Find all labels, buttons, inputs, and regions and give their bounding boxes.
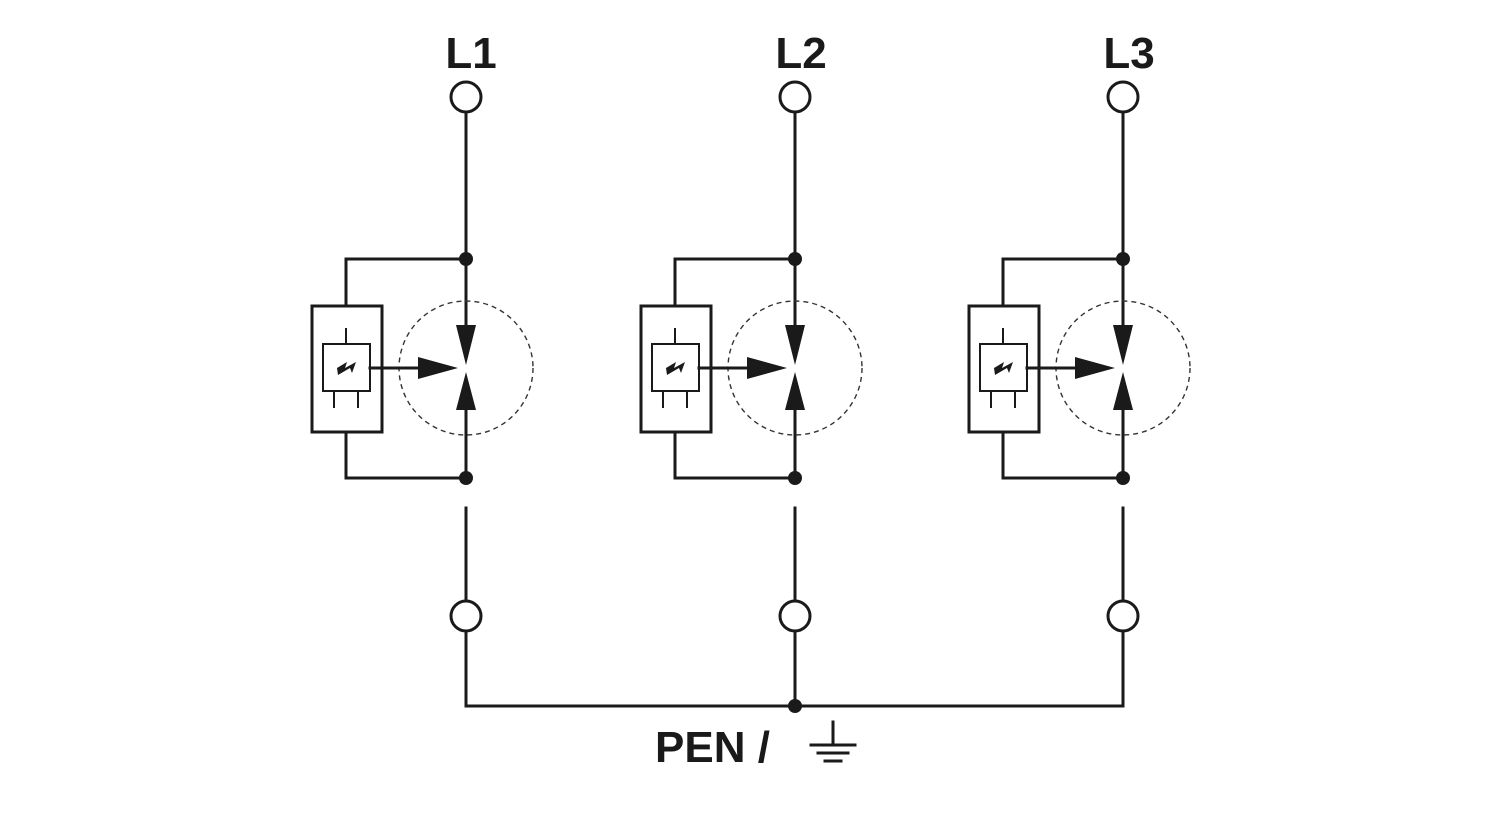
terminal-bottom xyxy=(449,599,483,633)
phase-module-l1 xyxy=(310,80,534,708)
arrow-up-icon xyxy=(785,372,805,410)
junction-dot xyxy=(788,471,802,485)
bypass-wire-top xyxy=(344,257,468,308)
lightning-icon xyxy=(666,362,685,375)
ground-icon xyxy=(809,720,857,763)
phase-module-l2 xyxy=(639,80,863,708)
bus-junction-dot xyxy=(788,699,802,713)
junction-dot xyxy=(1116,471,1130,485)
terminal-top xyxy=(449,80,483,114)
arrow-right-icon xyxy=(1075,357,1115,379)
common-label: PEN / xyxy=(655,723,770,772)
junction-dot xyxy=(1116,252,1130,266)
arrow-down-icon xyxy=(456,325,476,365)
arrow-right-icon xyxy=(418,357,458,379)
arrow-up-icon xyxy=(456,372,476,410)
phase-label-l1: L1 xyxy=(445,29,496,78)
phase-label-l2: L2 xyxy=(775,29,826,78)
bypass-wire-top xyxy=(1001,257,1125,308)
terminal-bottom xyxy=(778,599,812,633)
terminal-bottom xyxy=(1106,599,1140,633)
lightning-icon xyxy=(337,362,356,375)
phase-module-l3 xyxy=(967,80,1191,708)
terminal-top xyxy=(778,80,812,114)
arrow-up-icon xyxy=(1113,372,1133,410)
junction-dot xyxy=(788,252,802,266)
bypass-wire-bottom xyxy=(673,430,797,480)
terminal-top xyxy=(1106,80,1140,114)
phase-label-l3: L3 xyxy=(1103,29,1154,78)
bypass-wire-top xyxy=(673,257,797,308)
arrow-down-icon xyxy=(785,325,805,365)
arrow-down-icon xyxy=(1113,325,1133,365)
junction-dot xyxy=(459,471,473,485)
bypass-wire-bottom xyxy=(1001,430,1125,480)
lightning-icon xyxy=(994,362,1013,375)
bypass-wire-bottom xyxy=(344,430,468,480)
junction-dot xyxy=(459,252,473,266)
arrow-right-icon xyxy=(747,357,787,379)
